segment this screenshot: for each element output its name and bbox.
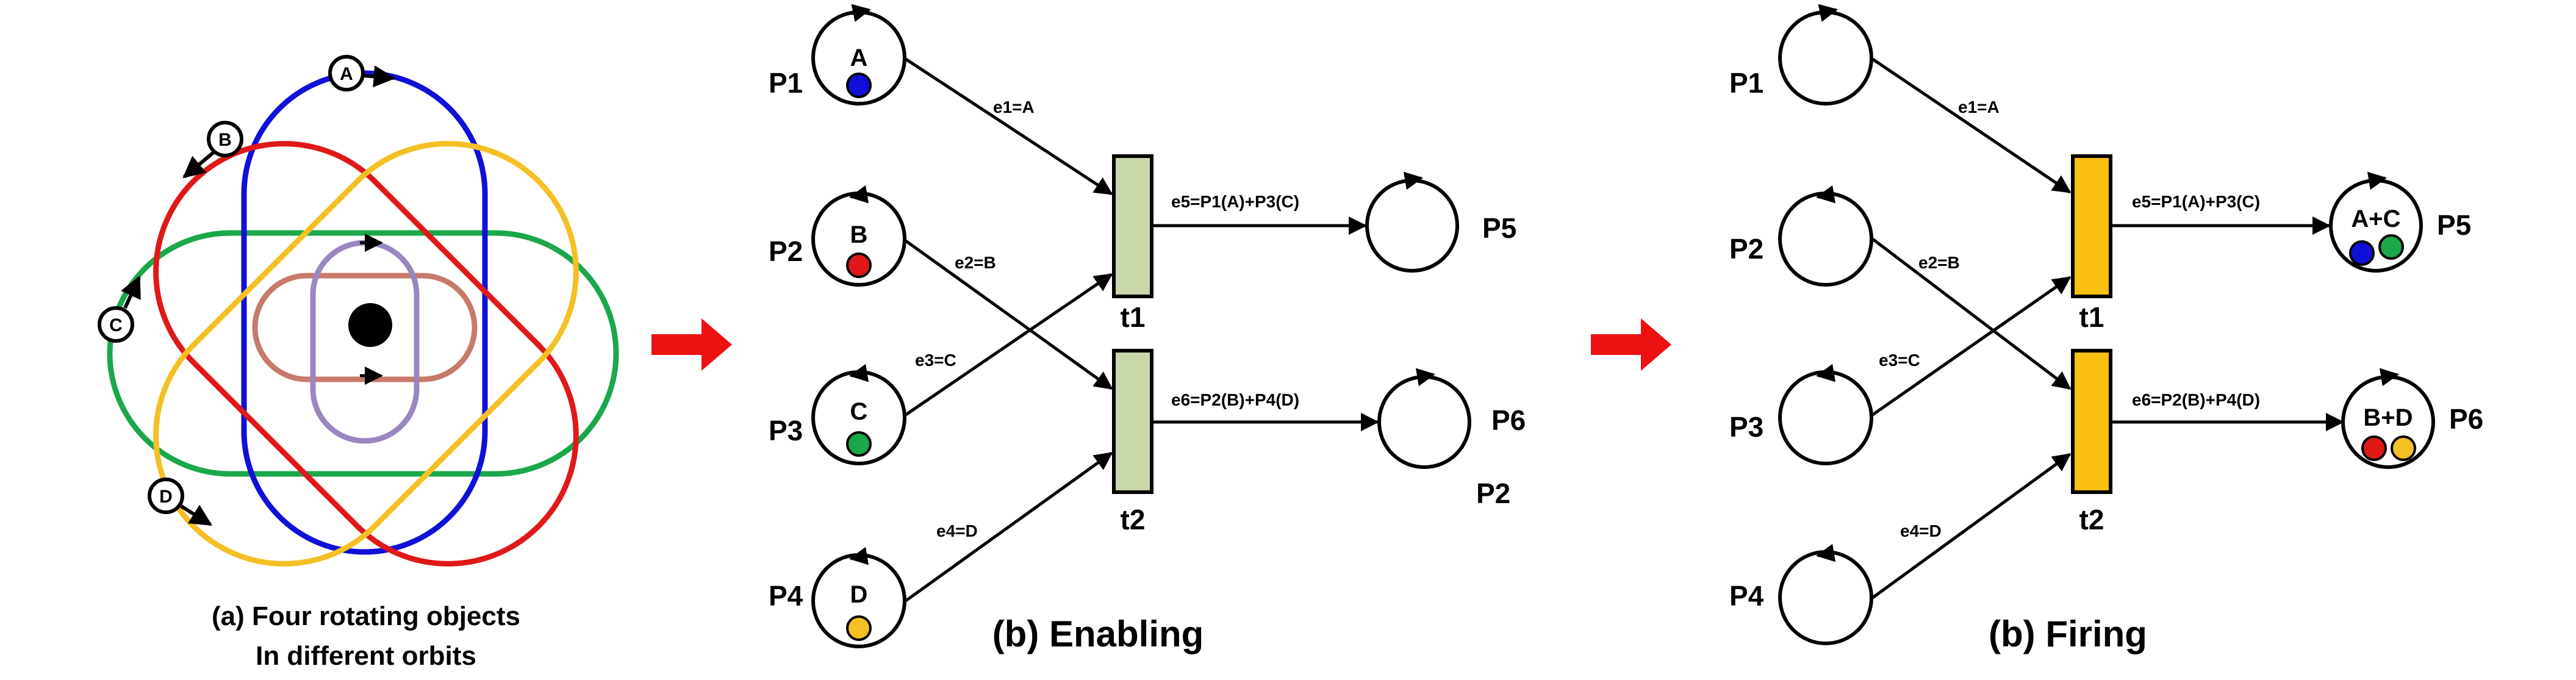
place-p1: A — [811, 4, 906, 106]
svg-text:D: D — [850, 581, 868, 608]
transition-t2 — [2071, 349, 2112, 494]
place-p1 — [1778, 4, 1873, 106]
p6-label: P6 — [1491, 404, 1526, 436]
place-p5: A+C — [2329, 171, 2423, 273]
arc-e3-label: e3=C — [1879, 351, 1920, 370]
caption-a-line1: (a) Four rotating objects — [212, 601, 520, 631]
svg-text:A: A — [340, 64, 353, 84]
big-arrow-1 — [651, 318, 732, 371]
p2-label: P2 — [769, 235, 803, 267]
panel-b-enabling: t1 t2 A B C D — [769, 4, 1526, 654]
arc-e1-label: e1=A — [993, 98, 1035, 116]
place-p4: D — [811, 546, 906, 648]
arc-e2-label: e2=B — [1918, 253, 1960, 272]
orbit-red — [153, 141, 579, 567]
svg-text:B: B — [218, 130, 232, 150]
p4-label: P4 — [1729, 580, 1764, 612]
svg-text:C: C — [109, 315, 123, 335]
svg-text:B+D: B+D — [2363, 404, 2413, 431]
t1-label: t1 — [2079, 301, 2104, 333]
t1-label: t1 — [1121, 301, 1146, 333]
place-p3: C — [811, 363, 906, 465]
place-p4 — [1778, 543, 1873, 645]
p6-label: P6 — [2449, 403, 2483, 435]
transition-t1 — [1112, 154, 1153, 298]
p2-label: P2 — [1729, 233, 1763, 265]
arc-e4-label: e4=D — [1900, 521, 1942, 540]
stray-p2-label: P2 — [1476, 478, 1510, 509]
svg-text:C: C — [850, 398, 868, 425]
place-p5 — [1365, 171, 1459, 273]
place-p3 — [1778, 363, 1873, 465]
arc-e1-label: e1=A — [1958, 98, 2000, 116]
arc-e3-label: e3=C — [915, 351, 956, 370]
object-d: D — [148, 478, 213, 526]
place-p2 — [1778, 185, 1873, 287]
svg-text:A: A — [850, 45, 868, 71]
panel-c-firing: t1 t2 A+C B+D — [1729, 4, 2483, 654]
arc-e6-label: e6=P2(B)+P4(D) — [2132, 390, 2260, 409]
place-p2: B — [811, 185, 906, 287]
arc-e2-label: e2=B — [955, 253, 996, 272]
transition-t1 — [2071, 154, 2112, 298]
p1-label: P1 — [1729, 67, 1763, 99]
object-b: B — [182, 121, 243, 179]
p5-label: P5 — [2437, 209, 2471, 241]
arc-e6-label: e6=P2(B)+P4(D) — [1171, 390, 1299, 409]
p4-label: P4 — [769, 580, 803, 612]
panel-a-orbits: A B C D (a) Four rotating objects In dif… — [98, 55, 619, 671]
p5-label: P5 — [1482, 212, 1516, 244]
arc-e5-label: e5=P1(A)+P3(C) — [2132, 192, 2260, 211]
caption-b: (b) Enabling — [992, 614, 1204, 654]
t2-label: t2 — [1121, 504, 1146, 535]
svg-text:A+C: A+C — [2351, 206, 2400, 232]
center-mass — [348, 303, 392, 347]
svg-text:B: B — [850, 221, 868, 248]
big-arrow-2 — [1591, 318, 1671, 371]
p3-label: P3 — [1729, 411, 1763, 443]
object-a: A — [328, 55, 396, 91]
p1-label: P1 — [769, 67, 803, 99]
arc-e5-label: e5=P1(A)+P3(C) — [1171, 192, 1299, 211]
orbit-yellow — [153, 141, 579, 567]
transition-t2 — [1112, 349, 1153, 494]
object-c: C — [98, 275, 141, 343]
place-p6 — [1377, 368, 1471, 469]
caption-c: (b) Firing — [1989, 614, 2147, 654]
arc-e4-label: e4=D — [936, 521, 978, 540]
svg-text:D: D — [159, 487, 173, 507]
p3-label: P3 — [769, 415, 803, 446]
caption-a-line2: In different orbits — [256, 641, 476, 671]
t2-label: t2 — [2079, 504, 2104, 535]
orbit-green — [107, 230, 619, 477]
place-p6: B+D — [2341, 368, 2435, 469]
